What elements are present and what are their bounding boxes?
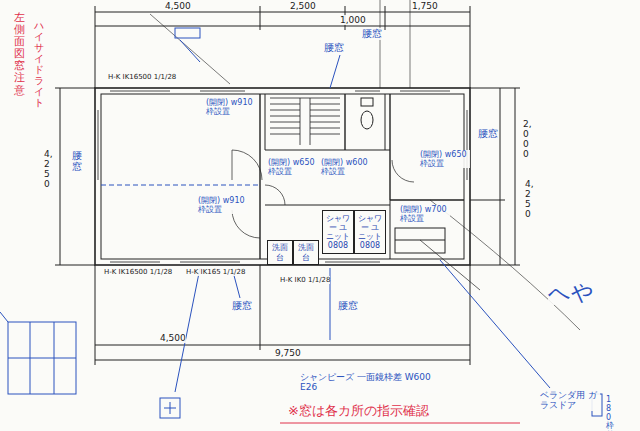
annotation-label: (開閉) w650枠設置 [268, 158, 318, 176]
annotation-label: H-K IK165 1/1/28 [186, 268, 245, 276]
annotation-label: 腰窓 [72, 150, 82, 172]
annotation-label: ハイサイドライト [34, 20, 44, 108]
annotation-label: 4,500 [160, 333, 186, 343]
annotation-label: 1,000 [340, 15, 366, 25]
annotation-label: H-K IK16500 1/1/28 [104, 268, 172, 276]
fixture-label: シャワー ユニット 0808 [325, 214, 351, 251]
annotation-label: ※窓は各カ所の指示確認 [288, 404, 429, 419]
annotation-label: シャンピーズ 一面鏡枠差 W600 E26 [300, 372, 440, 393]
annotation-label: 腰窓 [478, 128, 498, 140]
annotation-label: (開閉) w910枠設置 [198, 196, 248, 214]
annotation-label: (開閉) w650枠設置 [420, 150, 470, 168]
annotation-label: 4,250 [525, 180, 534, 220]
annotation-label: 1,750 [412, 1, 438, 11]
annotation-label: (開閉) w700枠設置 [400, 205, 450, 223]
annotation-label: 180枠差 [606, 396, 614, 431]
annotation-label: 2,500 [290, 1, 316, 11]
fixture-label: 洗面台 [270, 243, 290, 261]
fixture-box: 洗面台 [267, 240, 293, 265]
annotation-label: H-K IK16500 1/1/28 [108, 73, 176, 81]
annotation-label: 左側面図窓注意 [14, 12, 25, 97]
annotation-label: 4,250 [44, 150, 53, 190]
annotation-label: 腰窓 [232, 300, 252, 312]
fixture-box: シャワー ユニット 0808 [354, 210, 386, 254]
annotation-label: 2,000 [523, 120, 532, 160]
annotation-label: 腰窓 [324, 42, 344, 54]
annotation-label: 腰窓 [338, 300, 358, 312]
fixture-label: シャワー ユニット 0808 [357, 214, 383, 251]
fixture-box: 洗面台 [293, 240, 319, 265]
annotation-label: へや [548, 280, 594, 305]
annotation-label: ベランダ用 ガラスドア [540, 390, 600, 411]
annotation-label: (開閉) w600枠設置 [321, 158, 371, 176]
fixture-label: 洗面台 [296, 243, 316, 261]
annotation-label: 9,750 [275, 348, 301, 358]
fixture-box: シャワー ユニット 0808 [322, 210, 354, 254]
annotation-label: (開閉) w910枠設置 [206, 98, 256, 116]
annotation-label: 4,500 [165, 1, 191, 11]
annotation-label: H-K IK0 1/1/28 [280, 276, 330, 284]
annotation-label: 腰窓 [362, 28, 382, 40]
